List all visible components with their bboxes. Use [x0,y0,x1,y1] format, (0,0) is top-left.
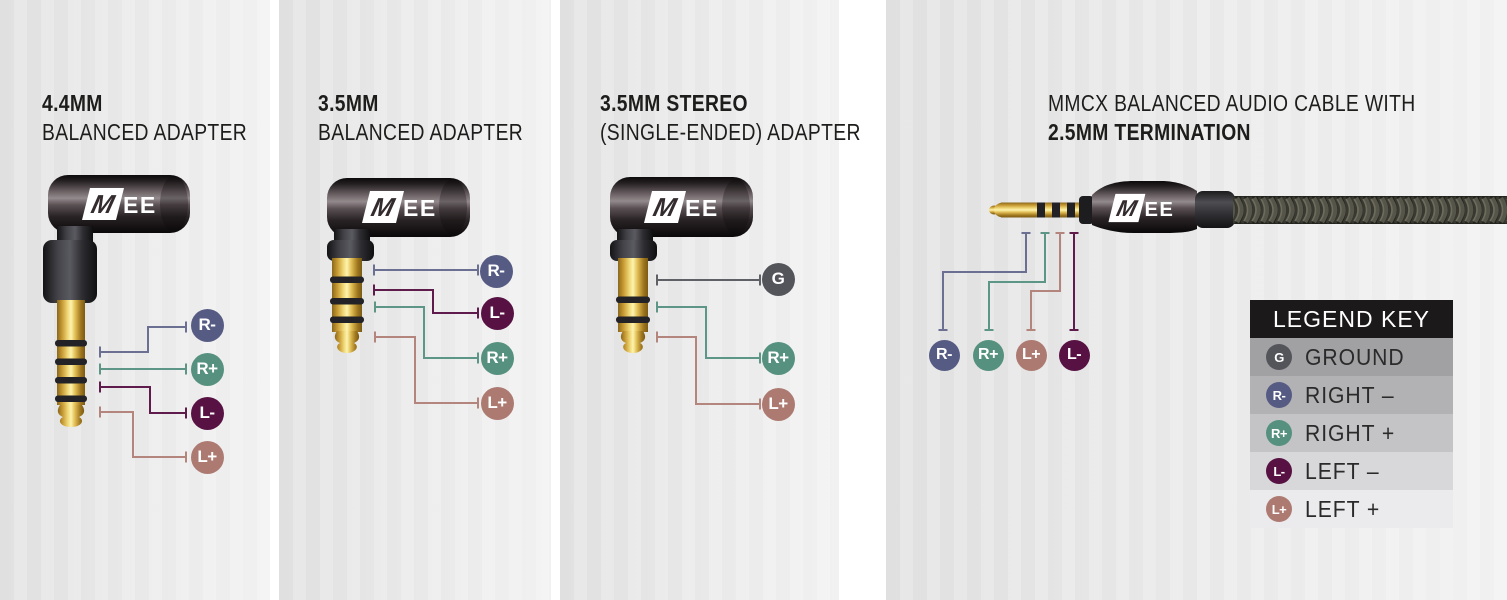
panel-title-line2: (SINGLE-ENDED) ADAPTER [600,119,861,145]
panel-title-mmcx-cable: MMCX BALANCED AUDIO CABLE WITH 2.5MM TER… [1048,89,1416,147]
pin-badge-r-minus: R- [1266,382,1292,408]
pin-badge-ground: G [761,262,795,296]
pin-badge-l-plus: L+ [190,440,224,474]
panel-3-5mm-stereo: 3.5MM STEREO (SINGLE-ENDED) ADAPTER [560,0,860,600]
panel-title-line1: 3.5MM [318,90,379,116]
legend-row-left-plus: L+ LEFT + [1250,490,1453,528]
pin-badge-r-plus: R+ [480,341,514,375]
panel-title-line2: BALANCED ADAPTER [42,119,248,145]
legend-label: RIGHT + [1305,419,1396,446]
panel-title-line2: BALANCED ADAPTER [318,119,524,145]
pin-badge-l-minus: L- [1058,339,1090,371]
panel-title-line1: MMCX BALANCED AUDIO CABLE WITH [1048,90,1416,116]
pin-badge-r-plus: R+ [761,341,795,375]
pin-badge-l-minus: L- [480,296,514,330]
panel-title-line1: 4.4MM [42,90,103,116]
legend-row-left-minus: L- LEFT – [1250,452,1453,490]
legend-row-right-minus: R- RIGHT – [1250,376,1453,414]
pin-badge-l-plus: L+ [761,387,795,421]
panel-title-3-5mm-balanced: 3.5MM BALANCED ADAPTER [318,89,523,147]
panel-3-5mm-balanced: 3.5MM BALANCED ADAPTER [279,0,551,600]
legend-row-right-plus: R+ RIGHT + [1250,414,1453,452]
legend-label: GROUND [1305,343,1405,370]
pin-badge-ground: G [1266,344,1292,370]
pin-badge-l-plus: L+ [1266,496,1292,522]
pin-badge-l-plus: L+ [1015,339,1047,371]
pin-badge-r-plus: R+ [1266,420,1292,446]
panel-title-4-4mm: 4.4MM BALANCED ADAPTER [42,89,247,147]
pin-badge-l-minus: L- [1266,458,1292,484]
panel-title-line1: 3.5MM STEREO [600,90,748,116]
pin-badge-l-minus: L- [190,396,224,430]
legend-label: RIGHT – [1305,381,1395,408]
panel-title-line2: 2.5MM TERMINATION [1048,119,1251,145]
panel-title-3-5mm-stereo: 3.5MM STEREO (SINGLE-ENDED) ADAPTER [600,89,861,147]
pin-badge-r-minus: R- [928,339,960,371]
pin-badge-r-minus: R- [479,254,513,288]
pin-badge-r-plus: R+ [972,339,1004,371]
panel-4-4mm: 4.4MM BALANCED ADAPTER [0,0,270,600]
legend-label: LEFT – [1305,457,1380,484]
pin-badge-r-minus: R- [190,308,224,342]
pin-badge-r-plus: R+ [190,352,224,386]
legend-key: LEGEND KEY G GROUND R- RIGHT – R+ RIGHT … [1250,300,1453,528]
pin-badge-l-plus: L+ [480,386,514,420]
legend-row-ground: G GROUND [1250,338,1453,376]
legend-key-title: LEGEND KEY [1250,300,1453,338]
legend-label: LEFT + [1305,495,1381,522]
